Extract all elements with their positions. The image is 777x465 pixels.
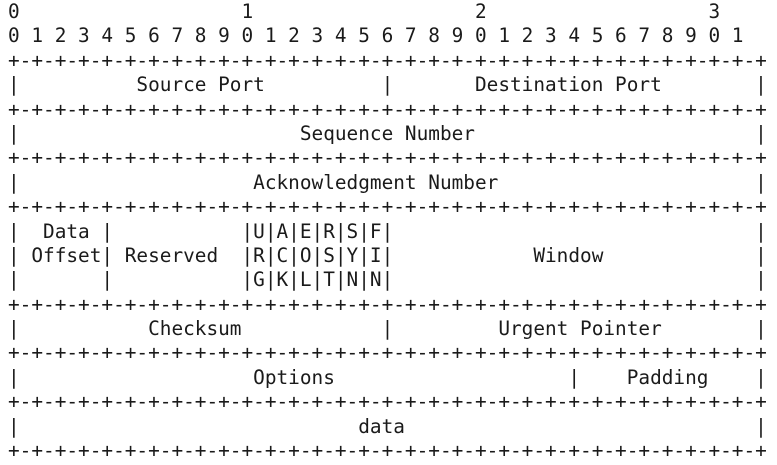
row-border: +-+-+-+-+-+-+-+-+-+-+-+-+-+-+-+-+-+-+-+-… bbox=[8, 97, 767, 121]
checksum-urgent-row: | Checksum | Urgent Pointer | bbox=[8, 317, 767, 341]
row-border: +-+-+-+-+-+-+-+-+-+-+-+-+-+-+-+-+-+-+-+-… bbox=[8, 195, 767, 219]
sequence-number-row: | Sequence Number | bbox=[8, 121, 767, 145]
bit-index-ones-row: 0 1 2 3 4 5 6 7 8 9 0 1 2 3 4 5 6 7 8 9 … bbox=[8, 24, 744, 48]
row-border: +-+-+-+-+-+-+-+-+-+-+-+-+-+-+-+-+-+-+-+-… bbox=[8, 341, 767, 365]
flags-row-2: | Offset| Reserved |R|C|O|S|Y|I| Window … bbox=[8, 243, 767, 267]
data-row: | data | bbox=[8, 414, 767, 438]
row-border: +-+-+-+-+-+-+-+-+-+-+-+-+-+-+-+-+-+-+-+-… bbox=[8, 390, 767, 414]
flags-row-3: | | |G|K|L|T|N|N| | bbox=[8, 268, 767, 292]
row-border: +-+-+-+-+-+-+-+-+-+-+-+-+-+-+-+-+-+-+-+-… bbox=[8, 48, 767, 72]
ports-row: | Source Port | Destination Port | bbox=[8, 73, 767, 97]
bit-index-tens-row: 0 1 2 3 bbox=[8, 0, 721, 23]
row-border: +-+-+-+-+-+-+-+-+-+-+-+-+-+-+-+-+-+-+-+-… bbox=[8, 439, 767, 463]
acknowledgment-number-row: | Acknowledgment Number | bbox=[8, 170, 767, 194]
flags-row-1: | Data | |U|A|E|R|S|F| | bbox=[8, 219, 767, 243]
row-border: +-+-+-+-+-+-+-+-+-+-+-+-+-+-+-+-+-+-+-+-… bbox=[8, 146, 767, 170]
options-padding-row: | Options | Padding | bbox=[8, 365, 767, 389]
row-border: +-+-+-+-+-+-+-+-+-+-+-+-+-+-+-+-+-+-+-+-… bbox=[8, 292, 767, 316]
